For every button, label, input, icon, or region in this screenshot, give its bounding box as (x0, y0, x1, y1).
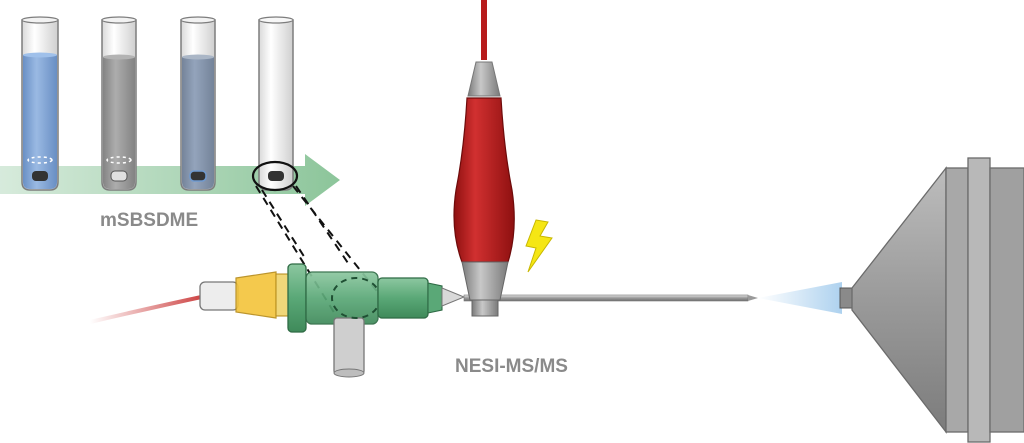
lightning-icon (525, 219, 553, 273)
vial-1 (21, 16, 59, 191)
highlight-circle (251, 160, 299, 192)
vial-4 (251, 16, 299, 192)
emitter-needle (463, 294, 758, 302)
projection-lines (255, 185, 385, 315)
spray-hub (287, 263, 466, 378)
capillary-tubing (89, 294, 207, 324)
vial-2 (101, 16, 137, 191)
ionization-label: NESI-MS/MS (455, 356, 568, 377)
extraction-label: mSBSDME (100, 210, 199, 231)
luer-adapter (199, 271, 291, 319)
spray-plume (758, 282, 842, 314)
vial-3 (180, 16, 216, 191)
ms-inlet (839, 157, 1024, 443)
electrode-clip (453, 0, 515, 317)
flow-arrow (0, 154, 340, 206)
